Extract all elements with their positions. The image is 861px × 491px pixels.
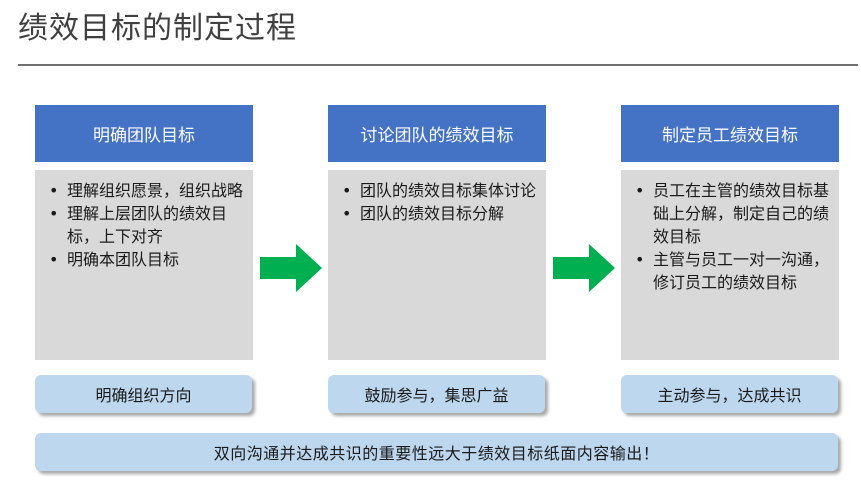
list-item: 明确本团队目标 (47, 248, 243, 271)
step-1-footer: 明确组织方向 (35, 375, 252, 413)
list-item: 团队的绩效目标分解 (340, 202, 536, 225)
step-1-header: 明确团队目标 (35, 105, 253, 162)
step-3-bullet-list: 员工在主管的绩效目标基础上分解，制定自己的绩效目标 主管与员工一对一沟通，修订员… (633, 179, 829, 294)
step-3-body: 员工在主管的绩效目标基础上分解，制定自己的绩效目标 主管与员工一对一沟通，修订员… (621, 170, 839, 360)
list-item: 主管与员工一对一沟通，修订员工的绩效目标 (633, 248, 829, 294)
summary-banner: 双向沟通并达成共识的重要性远大于绩效目标纸面内容输出！ (35, 433, 838, 471)
step-3-footer: 主动参与，达成共识 (621, 375, 838, 413)
list-item: 理解组织愿景，组织战略 (47, 179, 243, 202)
step-3-header: 制定员工绩效目标 (621, 105, 839, 162)
step-2-footer: 鼓励参与，集思广益 (328, 375, 545, 413)
page-title: 绩效目标的制定过程 (18, 11, 297, 46)
title-divider (18, 64, 858, 66)
list-item: 理解上层团队的绩效目标，上下对齐 (47, 202, 243, 248)
list-item: 员工在主管的绩效目标基础上分解，制定自己的绩效目标 (633, 179, 829, 248)
step-2-header: 讨论团队的绩效目标 (328, 105, 546, 162)
step-2-bullet-list: 团队的绩效目标集体讨论 团队的绩效目标分解 (340, 179, 536, 225)
arrow-right-icon (553, 244, 615, 292)
arrow-right-icon (260, 244, 322, 292)
step-1-body: 理解组织愿景，组织战略 理解上层团队的绩效目标，上下对齐 明确本团队目标 (35, 170, 253, 360)
step-1-bullet-list: 理解组织愿景，组织战略 理解上层团队的绩效目标，上下对齐 明确本团队目标 (47, 179, 243, 271)
step-2-body: 团队的绩效目标集体讨论 团队的绩效目标分解 (328, 170, 546, 360)
list-item: 团队的绩效目标集体讨论 (340, 179, 536, 202)
